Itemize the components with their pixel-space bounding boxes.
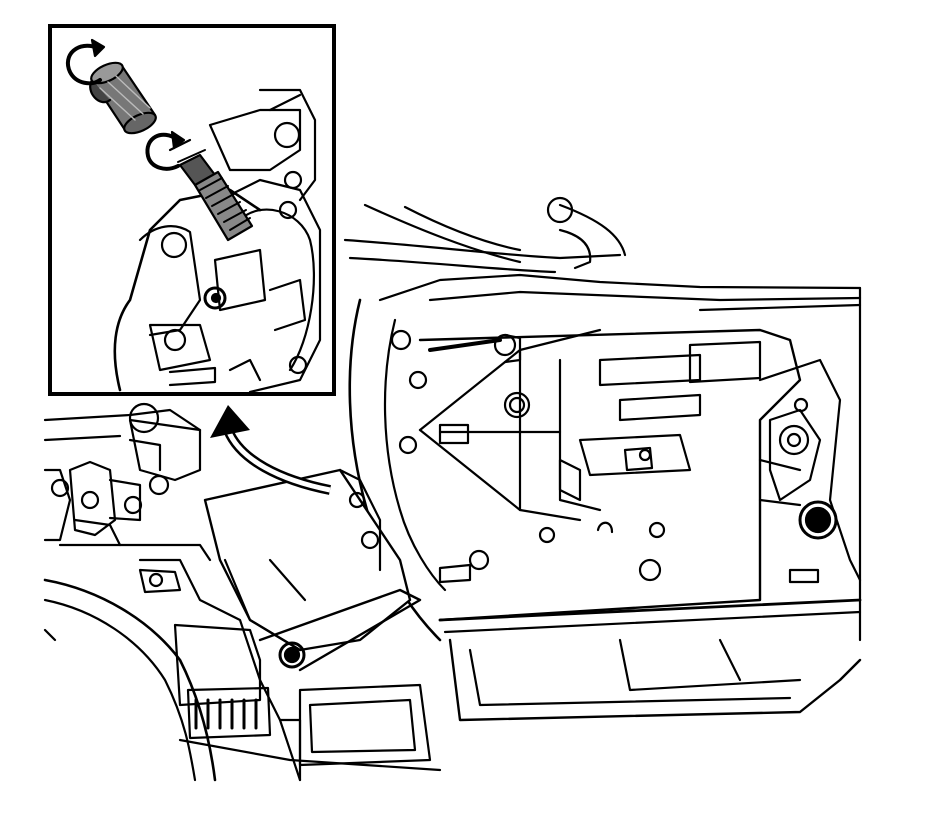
threaded-fitting bbox=[168, 138, 254, 242]
sleeve-nut bbox=[89, 61, 157, 135]
detail-inset bbox=[48, 24, 336, 396]
rotate-counterclockwise-arrow-icon bbox=[145, 130, 186, 171]
callout-arrow-icon bbox=[210, 405, 331, 495]
transmission-assembly bbox=[43, 196, 862, 782]
rotate-counterclockwise-arrow-icon bbox=[66, 38, 106, 86]
